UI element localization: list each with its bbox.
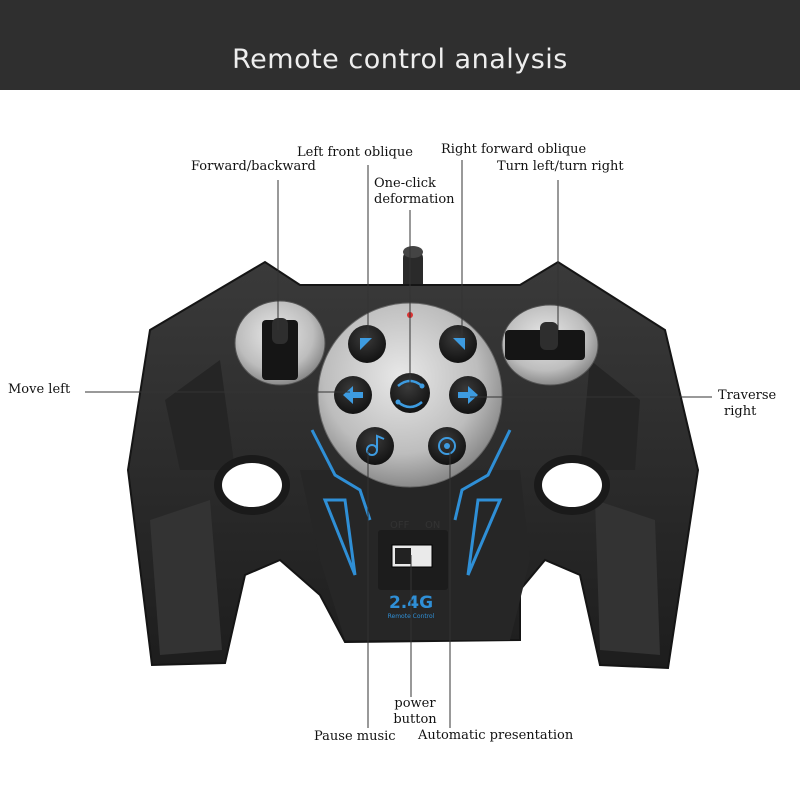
label-forward-backward: Forward/backward — [191, 159, 316, 174]
label-button: button — [393, 712, 437, 727]
traverse-right-button[interactable] — [449, 376, 487, 414]
move-left-button[interactable] — [334, 376, 372, 414]
label-one-click: One-click — [374, 176, 436, 191]
page-title: Remote control analysis — [232, 44, 568, 75]
leader-lines — [85, 160, 712, 728]
left-front-oblique-button[interactable] — [348, 325, 386, 363]
label-left-front-oblique: Left front oblique — [297, 145, 413, 160]
label-turn-left-right: Turn left/turn right — [497, 159, 624, 174]
label-power: power — [394, 696, 436, 711]
header-banner: Remote control analysis — [0, 0, 800, 90]
label-right-forward-oblique: Right forward oblique — [441, 142, 587, 157]
automatic-presentation-button[interactable] — [428, 427, 466, 465]
label-automatic-presentation: Automatic presentation — [418, 728, 574, 743]
label-move-left: Move left — [8, 382, 71, 397]
pause-music-button[interactable] — [356, 427, 394, 465]
right-joystick[interactable] — [501, 304, 599, 386]
label-right: right — [724, 404, 757, 419]
left-joystick[interactable] — [234, 300, 326, 386]
label-deformation: deformation — [374, 192, 455, 207]
power-switch[interactable] — [378, 530, 448, 590]
label-pause-music: Pause music — [314, 729, 396, 744]
right-grip-hole — [534, 455, 610, 515]
right-forward-oblique-button[interactable] — [439, 325, 477, 363]
left-grip-hole — [214, 455, 290, 515]
switch-off-label: OFF — [390, 520, 410, 531]
label-traverse: Traverse — [718, 388, 777, 403]
blue-accent-lines — [310, 429, 512, 576]
switch-on-label: ON — [425, 520, 440, 531]
